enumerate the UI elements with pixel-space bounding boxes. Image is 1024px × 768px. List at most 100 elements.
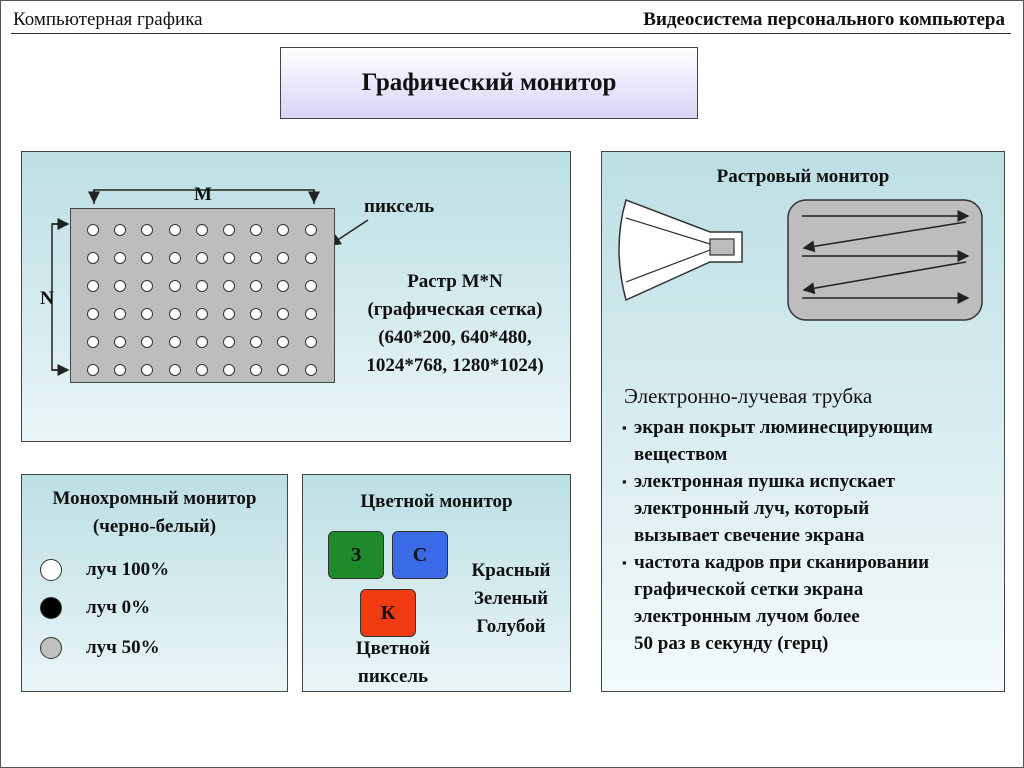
raster-line: 1024*768, 1280*1024) (366, 355, 544, 376)
crt-diagram (618, 199, 983, 321)
pixel-dot (87, 364, 99, 376)
pixel-dot (114, 308, 127, 320)
slide-title: Графический монитор (280, 47, 698, 119)
crt-feature-item: электронная пушка испускает электронный … (622, 468, 1002, 549)
ray-row: луч 100% (40, 559, 169, 581)
pixel-dot (250, 224, 263, 236)
pixel-dot (114, 336, 127, 348)
pixel-dot (277, 224, 290, 236)
pixel-dot (277, 252, 290, 264)
rgb-color-names: Красный Зеленый Голубой (461, 557, 561, 641)
pixel-dot (114, 280, 127, 292)
pixel-dot (195, 364, 208, 376)
pixel-dot (114, 364, 127, 376)
pixel-dot (223, 252, 235, 264)
crt-feature-item: частота кадров при сканировании графичес… (622, 549, 1002, 657)
pixel-dot (168, 308, 181, 320)
green-subpixel: З (328, 531, 384, 579)
monochrome-title: Монохромный монитор (черно-белый) (22, 485, 287, 541)
ray-label: луч 0% (86, 597, 151, 618)
pixel-dot (195, 280, 208, 292)
pixel-label: пиксель (364, 196, 435, 217)
pixel-dot (250, 252, 263, 264)
monochrome-title-line: Монохромный монитор (52, 488, 257, 509)
color-pixel-label: Цветной пиксель (333, 635, 453, 691)
pixel-dot (87, 224, 99, 236)
crt-feature-item: экран покрыт люминесцирующим веществом (622, 414, 1002, 468)
ray-row: луч 50% (40, 637, 160, 659)
pixel-dot (304, 252, 317, 264)
pixel-dot (168, 336, 181, 348)
m-label: M (194, 184, 212, 205)
pixel-grid (70, 208, 335, 383)
raster-monitor-title: Растровый монитор (716, 166, 890, 187)
pixel-dot (168, 252, 181, 264)
pixel-dot (304, 224, 317, 236)
header-divider (11, 33, 1011, 34)
color-pixel-line: Цветной (355, 638, 431, 659)
raster-annotations (51, 189, 369, 376)
electron-gun-icon (709, 238, 735, 256)
pixel-dot (195, 224, 208, 236)
color-name: Красный (471, 560, 551, 581)
pixel-dot (277, 364, 290, 376)
pixel-dot (250, 364, 263, 376)
ray-0-circle-icon (40, 597, 62, 619)
pixel-dot (87, 280, 99, 292)
color-monitor-panel: Цветной монитор З С К Красный Зеленый Го… (302, 474, 571, 692)
pixel-dot (114, 224, 127, 236)
n-dimension-line (51, 223, 66, 371)
pixel-dot (141, 280, 154, 292)
pixel-dot (223, 364, 235, 376)
raster-line: (640*200, 640*480, (378, 327, 532, 348)
red-subpixel: К (360, 589, 416, 637)
crt-feature-list: экран покрыт люминесцирующим веществом э… (622, 414, 1002, 657)
pixel-dot (195, 308, 208, 320)
header-section-title: Видеосистема персонального компьютера (643, 9, 1005, 30)
pixel-dot (223, 308, 235, 320)
raster-line: Растр M*N (407, 271, 503, 292)
pixel-dot (195, 336, 208, 348)
pixel-dot (141, 336, 154, 348)
pixel-dot (141, 308, 154, 320)
pixel-dot (168, 280, 181, 292)
pixel-dot (304, 280, 317, 292)
pixel-dot (141, 252, 154, 264)
raster-grid-panel: M N пиксель Растр M*N (графическая сетка… (21, 151, 571, 442)
blue-subpixel: С (392, 531, 448, 579)
ray-50-circle-icon (40, 637, 62, 659)
raster-monitor-panel: Растровый монитор Электронно-лучевая тру… (601, 151, 1005, 692)
pixel-dot (304, 364, 317, 376)
pixel-dot (223, 280, 235, 292)
pixel-pointer-arrow (328, 219, 369, 246)
pixel-dot (250, 308, 263, 320)
screen-scan-icon (787, 199, 983, 321)
monochrome-monitor-panel: Монохромный монитор (черно-белый) луч 10… (21, 474, 288, 692)
raster-description: Растр M*N (графическая сетка) (640*200, … (340, 268, 570, 380)
pixel-dot (277, 280, 290, 292)
pixel-dot (114, 252, 127, 264)
pixel-dot (141, 224, 154, 236)
pixel-dot (304, 336, 317, 348)
header-course-title: Компьютерная графика (13, 9, 203, 30)
pixel-dot (168, 224, 181, 236)
color-name: Зеленый (473, 588, 549, 609)
color-pixel-line: пиксель (357, 666, 429, 687)
pixel-dot (87, 252, 99, 264)
monochrome-title-line: (черно-белый) (92, 516, 217, 537)
color-monitor-title: Цветной монитор (360, 491, 513, 512)
pixel-dot (277, 336, 290, 348)
ray-label: луч 100% (86, 559, 170, 580)
pixel-dot (304, 308, 317, 320)
pixel-dot (87, 308, 99, 320)
ray-label: луч 50% (86, 637, 160, 658)
crt-heading: Электронно-лучевая трубка (624, 384, 873, 408)
pixel-dot (87, 336, 99, 348)
pixel-dot (277, 308, 290, 320)
pixel-dot (141, 364, 154, 376)
pixel-dot (168, 364, 181, 376)
pixel-dot (250, 280, 263, 292)
pixel-dot (223, 224, 235, 236)
raster-line: (графическая сетка) (367, 299, 543, 320)
